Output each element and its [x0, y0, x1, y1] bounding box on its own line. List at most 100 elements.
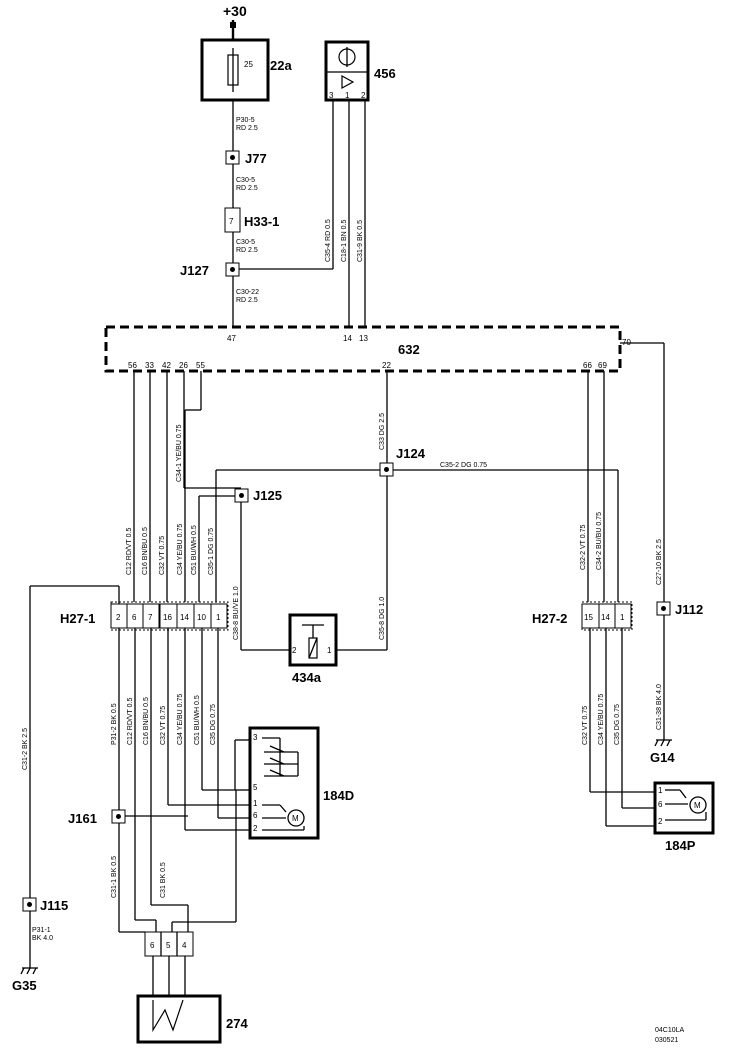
- limit-switch-icon: [262, 737, 299, 777]
- c456-pin-1: 1: [345, 91, 350, 100]
- junction-j125-label: J125: [253, 488, 282, 503]
- c456-pin-2: 2: [361, 91, 366, 100]
- h27-1-pin-10: 10: [197, 613, 206, 622]
- motor-184d-symbol: M: [292, 814, 299, 823]
- wire-label-c35-1: C35-1 DG 0.75: [208, 528, 215, 575]
- ground-g14-icon: [654, 739, 672, 747]
- wire-label-c31-1: C31-1 BK 0.5: [111, 856, 118, 898]
- ecu-pin-42: 42: [162, 361, 171, 370]
- c274-pin-4: 4: [182, 941, 187, 950]
- junction-j112-label: J112: [675, 602, 703, 617]
- ecu-632-label: 632: [398, 342, 420, 357]
- ecu-pin-14: 14: [343, 334, 352, 343]
- junction-j77-label: J77: [245, 151, 267, 166]
- h27-1-pin-16: 16: [163, 613, 172, 622]
- wire-label-c38-8: C38-8 BU/VE 1.0: [233, 586, 240, 640]
- m184p-pin-6: 6: [658, 800, 663, 809]
- relay-pin-2: 2: [292, 646, 297, 655]
- h27-1-pin-7: 7: [148, 613, 153, 622]
- ecu-pin-66: 66: [583, 361, 592, 370]
- ecu-pin-69: 69: [598, 361, 607, 370]
- connector-h27-2-label: H27-2: [532, 611, 567, 626]
- h27-1-pin-2: 2: [116, 613, 121, 622]
- motor-184d-icon: [287, 809, 305, 827]
- relay-pin-1: 1: [327, 646, 332, 655]
- ecu-632: [104, 325, 622, 373]
- fuse-rating: 25: [244, 60, 253, 69]
- motor-184d: [248, 726, 320, 840]
- connector-274: [144, 931, 194, 957]
- wire-label-c34: C34 YE/BU 0.75: [177, 524, 184, 575]
- motor-184p-symbol: M: [694, 801, 701, 810]
- wire-label-c34-2: C34-2 BU/BU 0.75: [596, 512, 603, 570]
- wire-label-c16: C16 BN/BU 0.5: [142, 527, 149, 575]
- wire-label-c32: C32 VT 0.75: [159, 536, 166, 575]
- h27-2-pin-14: 14: [601, 613, 610, 622]
- diagram-code: 04C10LA: [655, 1027, 685, 1034]
- supply-label: +30: [223, 3, 247, 19]
- wire-label-c16b: C16 BN/BU 0.5: [143, 697, 150, 745]
- junction-j161-label: J161: [68, 811, 97, 826]
- h27-2-pin-15: 15: [584, 613, 593, 622]
- wire-label-c12b: C12 RD/VT 0.5: [127, 698, 134, 745]
- m184p-pin-1: 1: [658, 786, 663, 795]
- m184d-pin-3: 3: [253, 733, 258, 742]
- supply-terminal: [230, 22, 236, 28]
- motor-184p-label: 184P: [665, 838, 696, 853]
- ecu-pin-33: 33: [145, 361, 154, 370]
- junction-j115-label: J115: [40, 898, 68, 913]
- ecu-pin-47: 47: [227, 334, 236, 343]
- amplifier-icon: [341, 74, 355, 90]
- connector-h33-1: [224, 207, 241, 233]
- connector-h27-1-label: H27-1: [60, 611, 95, 626]
- c274-pin-5: 5: [166, 941, 171, 950]
- h33-pin: 7: [229, 217, 234, 226]
- h27-1-pin-14: 14: [180, 613, 189, 622]
- ground-g35-icon: [20, 967, 38, 975]
- wire-label-c35-2: C35-2 DG 0.75: [440, 462, 487, 469]
- diagram-date: 030521: [655, 1037, 678, 1044]
- wire-label-c33: C33 DG 2.5: [379, 413, 386, 450]
- wire-label-c34b: C34 YE/BU 0.75: [177, 694, 184, 745]
- ground-g14-label: G14: [650, 750, 675, 765]
- component-274-label: 274: [226, 1016, 248, 1031]
- m184p-pin-2: 2: [658, 817, 663, 826]
- wire-label-c35b: C35 DG 0.75: [210, 704, 217, 745]
- wire-label-c18-1: C18-1 BN 0.5: [341, 219, 348, 262]
- wire-label-c35-8: C35-8 DG 1.0: [379, 597, 386, 640]
- relay-434a-label: 434a: [292, 670, 322, 685]
- wire-label-p31-2: P31-2 BK 0.5: [111, 703, 118, 745]
- wire-label-c51: C51 BU/WH 0.5: [191, 525, 198, 575]
- ecu-pin-26: 26: [179, 361, 188, 370]
- ecu-pin-13: 13: [359, 334, 368, 343]
- m184d-pin-6: 6: [253, 811, 258, 820]
- ecu-pin-22: 22: [382, 361, 391, 370]
- wire-label-c31-9: C31-9 BK 0.5: [357, 220, 364, 262]
- wire-label-c12: C12 RD/VT 0.5: [126, 528, 133, 575]
- wire-label-c31: C31 BK 0.5: [160, 862, 167, 898]
- fuse-id: 22a: [270, 58, 292, 73]
- m184d-pin-2: 2: [253, 824, 258, 833]
- wire-label-c31-38: C31-38 BK 4.0: [656, 684, 663, 730]
- wire-label-c34c: C34 YE/BU 0.75: [598, 694, 605, 745]
- motor-184p-icon: [689, 796, 707, 814]
- motor-184d-label: 184D: [323, 788, 354, 803]
- connector-h33-1-label: H33-1: [244, 214, 279, 229]
- wire-label-c32b: C32 VT 0.75: [160, 706, 167, 745]
- c274-pin-6: 6: [150, 941, 155, 950]
- heater-element-icon: [152, 999, 184, 1033]
- component-274: [136, 994, 222, 1044]
- wire-label-c35c: C35 DG 0.75: [614, 704, 621, 745]
- wire-label-c31-2: C31-2 BK 2.5: [22, 728, 29, 770]
- m184d-pin-5: 5: [253, 783, 258, 792]
- wire-label-c35-4: C35-4 RD 0.5: [325, 219, 332, 262]
- wire-label-c51b: C51 BU/WH 0.5: [194, 695, 201, 745]
- ground-g35-label: G35: [12, 978, 37, 993]
- junction-j124-label: J124: [396, 446, 426, 461]
- component-456-label: 456: [374, 66, 396, 81]
